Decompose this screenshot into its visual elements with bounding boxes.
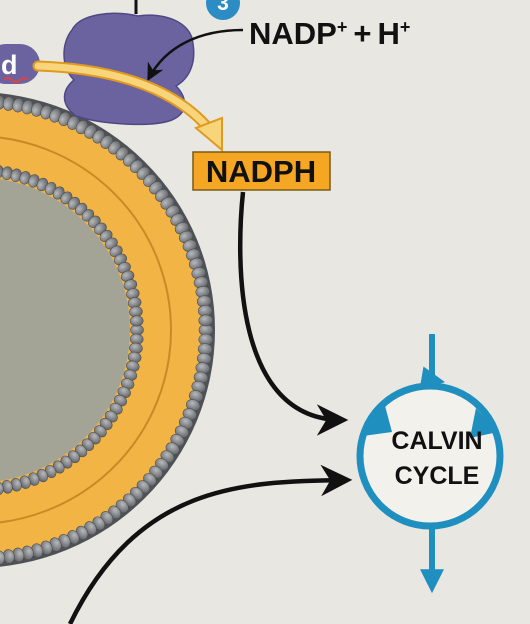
ferredoxin: d: [0, 44, 40, 84]
lower-input-arrow: [67, 464, 353, 624]
ferredoxin-label: d: [1, 50, 18, 80]
thylakoid-membrane: [0, 93, 215, 567]
calvin-label-line1: CALVIN: [391, 427, 482, 455]
inner-phospholipid-heads: [0, 164, 144, 496]
phospholipid-head: [0, 481, 4, 496]
step-number: 3: [217, 0, 229, 15]
reaction-arrow: [147, 28, 244, 82]
cycle-input-arrow: [419, 334, 446, 391]
outer-phospholipid-heads: [0, 95, 214, 565]
calvin-cycle: CALVIN CYCLE: [356, 334, 504, 594]
phospholipid-head: [129, 315, 144, 327]
nadph-label: NADPH: [206, 154, 316, 189]
calvin-label-line2: CYCLE: [395, 462, 480, 490]
reaction-label: NADP++H+: [249, 16, 410, 51]
nadph-to-calvin-arrow: [237, 191, 349, 436]
step-3-badge: 3: [206, 0, 240, 20]
thylakoid-lumen: [0, 179, 130, 481]
electron-flow-arrow: [32, 60, 223, 153]
cycle-ring: [356, 382, 504, 530]
phospholipid-head: [0, 550, 6, 565]
nadph-product: NADPH: [192, 151, 331, 191]
phospholipid-head: [198, 314, 214, 327]
